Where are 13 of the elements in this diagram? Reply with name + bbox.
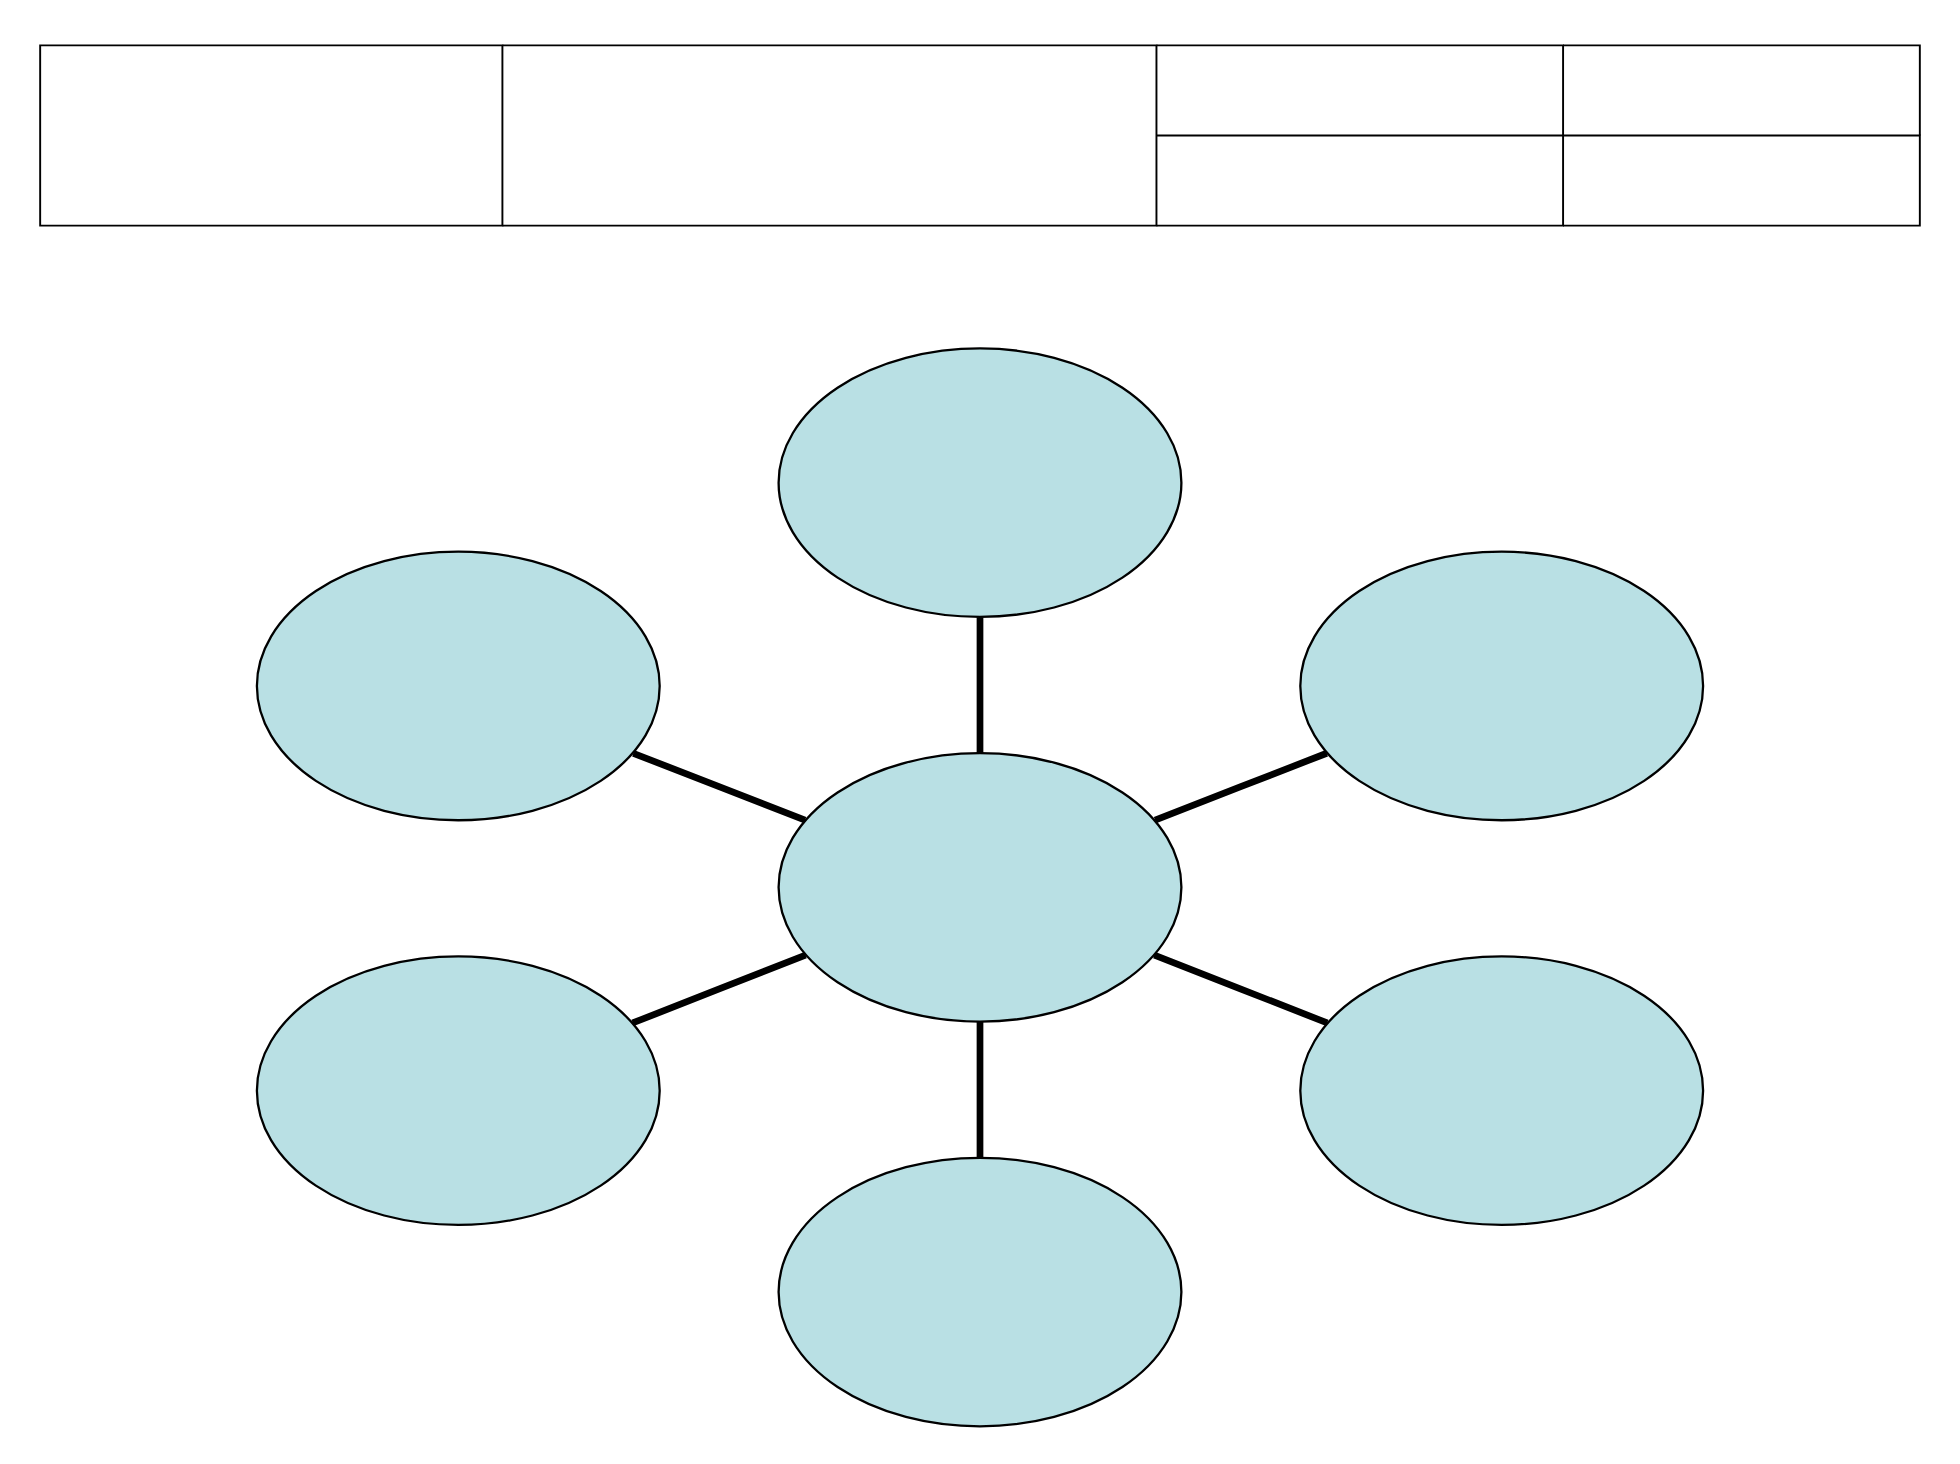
node-ellipse xyxy=(1299,955,1705,1227)
connector xyxy=(1153,951,1329,1027)
connector xyxy=(976,1022,984,1158)
connector xyxy=(632,750,807,824)
node-ellipse xyxy=(1299,550,1705,822)
node-ellipse xyxy=(777,347,1183,619)
node-ellipse xyxy=(777,1156,1183,1428)
connector xyxy=(1153,750,1328,824)
connector xyxy=(631,952,807,1027)
node-ellipse xyxy=(255,550,661,822)
node-ellipse xyxy=(255,955,661,1227)
node-ellipse xyxy=(777,751,1183,1023)
connector xyxy=(976,617,984,753)
